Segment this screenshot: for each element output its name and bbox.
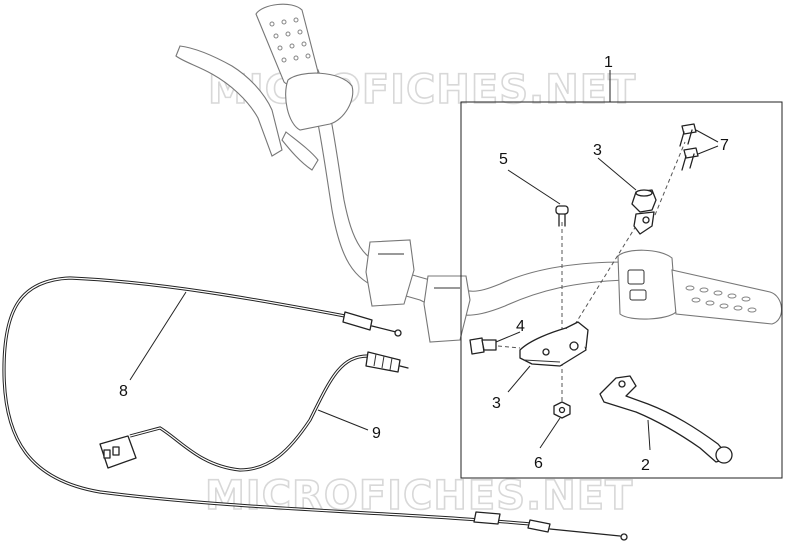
pin-part-5 — [555, 205, 569, 227]
screws-part-7 — [679, 123, 699, 171]
callout-5: 5 — [499, 151, 508, 168]
cable-part-9 — [99, 351, 409, 472]
callout-3-upper: 3 — [593, 142, 602, 159]
bolt-part-4 — [469, 337, 497, 355]
assembly-lines — [497, 141, 686, 405]
lever-bracket-part-3 — [519, 321, 589, 367]
callout-8: 8 — [119, 383, 128, 400]
watermark-top: MICROFICHES.NET — [208, 67, 636, 113]
left-grip-assembly — [175, 3, 354, 171]
callout-1: 1 — [604, 54, 613, 71]
callout-3-lower: 3 — [492, 395, 501, 412]
callout-6: 6 — [534, 455, 543, 472]
callout-labels: 1 2 3 3 4 5 6 7 8 9 — [119, 54, 729, 474]
callout-9: 9 — [372, 425, 381, 442]
callout-7: 7 — [720, 137, 729, 154]
handlebar-clamps — [365, 239, 471, 343]
watermark-bottom: MICROFICHES.NET — [205, 473, 633, 519]
callout-2: 2 — [641, 457, 650, 474]
upper-clamp-part-3 — [631, 189, 657, 235]
brake-lever-part-2 — [599, 375, 733, 464]
callout-4: 4 — [516, 318, 525, 335]
leader-lines — [129, 129, 719, 451]
nut-part-6 — [553, 401, 571, 419]
assembly-frame — [460, 101, 783, 479]
right-switch-and-grip — [617, 249, 783, 325]
cable-part-8 — [2, 276, 628, 541]
